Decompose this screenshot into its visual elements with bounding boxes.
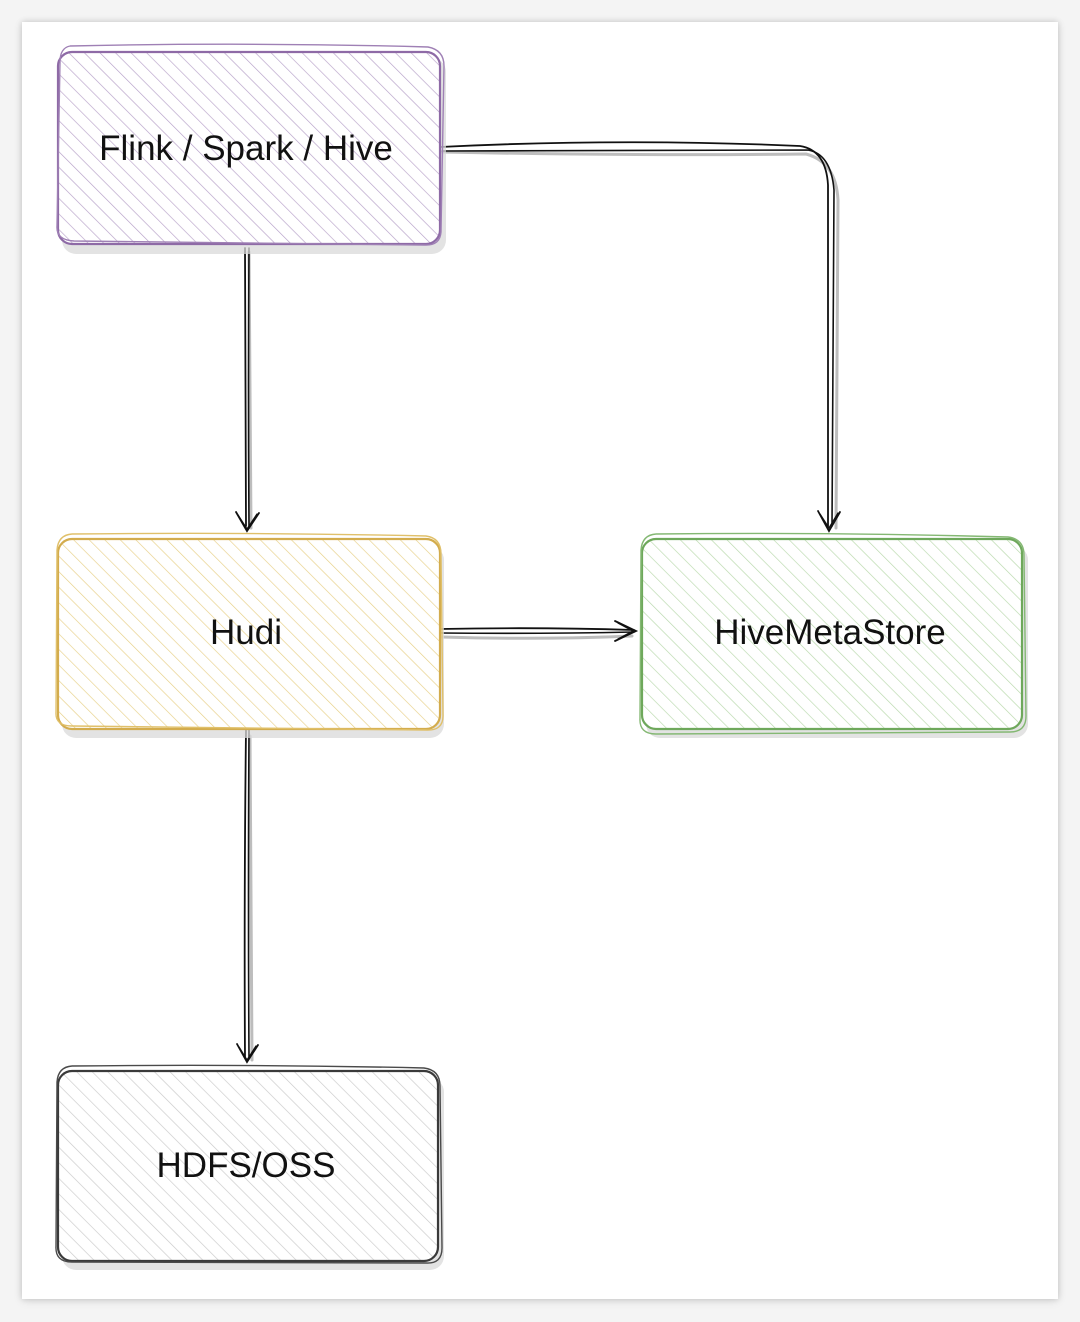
arrowhead-down-icon (235, 511, 260, 533)
node-metastore[interactable]: HiveMetaStore (639, 532, 1028, 738)
node-hudi[interactable]: Hudi (55, 532, 444, 738)
node-storage-label: HDFS/OSS (157, 1146, 336, 1185)
edge-hudi-to-storage (236, 729, 259, 1064)
node-storage[interactable]: HDFS/OSS (55, 1064, 444, 1270)
arrowhead-down-icon (236, 1043, 259, 1064)
node-engines-label: Flink / Spark / Hive (99, 129, 393, 168)
edge-engines-to-hudi (235, 247, 260, 533)
arrowhead-down-icon (817, 510, 841, 533)
edge-hudi-to-metastore (439, 620, 639, 642)
node-hudi-label: Hudi (210, 613, 282, 652)
edge-engines-to-metastore (439, 141, 841, 533)
node-engines[interactable]: Flink / Spark / Hive (56, 43, 446, 254)
arrowhead-right-icon (614, 620, 639, 642)
node-metastore-label: HiveMetaStore (714, 613, 945, 652)
